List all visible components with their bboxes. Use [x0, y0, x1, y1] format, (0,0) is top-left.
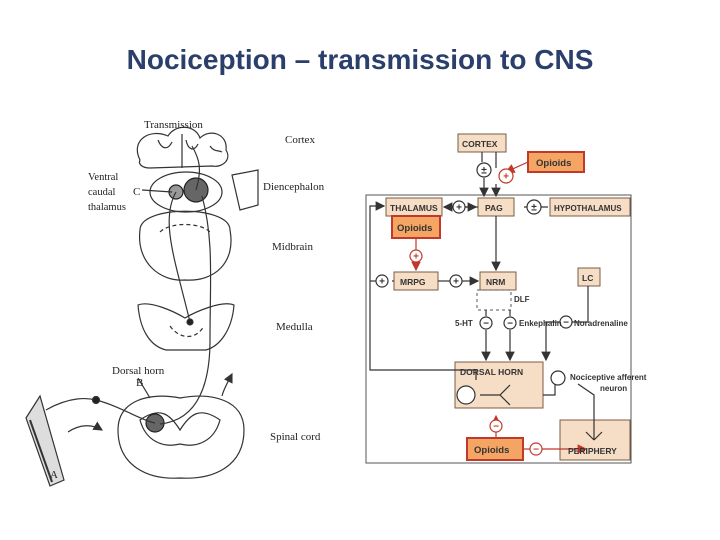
label-enkephalin: Enkephalin: [519, 319, 562, 328]
svg-text:−: −: [533, 445, 539, 456]
label-nrm: NRM: [486, 277, 505, 287]
svg-text:+: +: [453, 277, 459, 288]
label-hypothalamus: HYPOTHALAMUS: [554, 204, 622, 213]
label-spinal-cord: Spinal cord: [270, 431, 321, 443]
label-cortex-box: CORTEX: [462, 139, 498, 149]
label-noradrenaline: Noradrenaline: [574, 319, 628, 328]
svg-text:−: −: [483, 319, 489, 330]
label-dorsal-horn: Dorsal horn: [112, 365, 165, 377]
diencephalon-drawing: [149, 171, 223, 213]
label-thalamus-box: THALAMUS: [390, 203, 438, 213]
anatomy-panel: [25, 126, 259, 487]
label-pag: PAG: [485, 203, 503, 213]
afferent-fiber: [45, 397, 156, 424]
label-caudal: caudal: [88, 187, 115, 198]
label-b: B: [136, 377, 143, 389]
label-c: C: [133, 186, 140, 198]
svg-text:−: −: [493, 422, 499, 433]
medulla-drawing: [137, 303, 235, 351]
label-ventral: Ventral: [88, 172, 118, 183]
page-title: Nociception – transmission to CNS: [126, 44, 594, 75]
label-diencephalon: Diencephalon: [263, 181, 325, 193]
svg-text:+: +: [413, 252, 419, 263]
svg-text:−: −: [507, 319, 513, 330]
label-dlf: DLF: [514, 295, 530, 304]
svg-text:+: +: [379, 277, 385, 288]
periphery-box: [559, 419, 631, 461]
hypothalamus-box: [549, 197, 631, 217]
label-midbrain: Midbrain: [272, 241, 313, 253]
label-lc: LC: [582, 273, 593, 283]
svg-text:+: +: [503, 172, 509, 183]
svg-text:−: −: [563, 318, 569, 329]
label-opioids-mid: Opioids: [397, 223, 432, 234]
svg-text:±: ±: [531, 203, 537, 214]
modulation-panel: ± + + ± + + + − − − − −: [365, 133, 632, 464]
skin-drawing: [25, 394, 65, 487]
lc-box: [577, 267, 601, 287]
label-thalamus: thalamus: [88, 202, 126, 213]
label-opioids-top: Opioids: [536, 158, 571, 169]
svg-text:+: +: [456, 203, 462, 214]
cortex-drawing: [136, 126, 229, 169]
spinal-cord-drawing: [117, 395, 245, 479]
label-cortex: Cortex: [285, 134, 315, 146]
label-5ht: 5-HT: [455, 319, 473, 328]
label-nociceptive-1: Nociceptive afferent: [570, 373, 647, 382]
label-nociceptive-2: neuron: [600, 384, 627, 393]
svg-text:±: ±: [481, 166, 487, 177]
label-medulla: Medulla: [276, 321, 313, 333]
label-transmission: Transmission: [144, 119, 203, 131]
label-dorsal-horn-box: DORSAL HORN: [460, 367, 523, 377]
label-periphery: PERIPHERY: [568, 446, 617, 456]
label-a: A: [50, 469, 58, 481]
midbrain-drawing: [139, 210, 232, 281]
label-opioids-bottom: Opioids: [474, 445, 509, 456]
label-mrpg: MRPG: [400, 277, 426, 287]
